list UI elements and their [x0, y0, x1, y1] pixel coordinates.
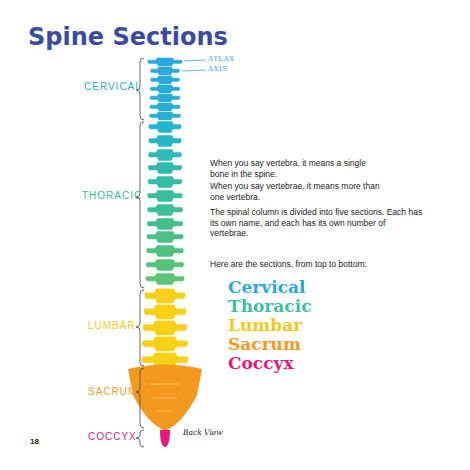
section-list-item: Lumbar — [228, 316, 302, 335]
page-title: Spine Sections — [28, 22, 228, 52]
bracket — [136, 368, 144, 428]
vertebra — [146, 231, 184, 243]
vertebra — [141, 336, 188, 352]
vertebra — [147, 58, 183, 67]
section-name: COCCYX — [88, 431, 137, 444]
note-text: Here are the sections, from top to botto… — [210, 259, 440, 270]
vertebra — [149, 112, 181, 121]
bracket — [136, 290, 144, 366]
vertebra — [145, 273, 185, 285]
vertebra — [150, 85, 181, 94]
section-list-item: Sacrum — [228, 335, 301, 354]
vertebra — [150, 67, 180, 76]
coccyx-bone — [160, 430, 170, 447]
vertebra — [149, 94, 180, 103]
section-name: THORACIC — [82, 190, 142, 203]
vertebra — [147, 190, 183, 202]
section-list-item: Thoracic — [228, 297, 311, 316]
vertebra — [147, 218, 184, 230]
vertebra — [147, 204, 184, 216]
note-text: When you say vertebra, it means a single… — [210, 158, 385, 179]
bracket — [136, 122, 144, 288]
page-number: 18 — [30, 437, 39, 447]
section-list-item: Coccyx — [228, 354, 294, 373]
bracket — [136, 430, 144, 447]
section-name: SACRUM — [88, 386, 137, 399]
vertebra — [148, 149, 182, 161]
note-text: When you say vertebrae, it means more th… — [210, 181, 385, 202]
sacrum-ridge — [150, 384, 180, 411]
vertebra — [142, 320, 187, 336]
vertebra — [148, 135, 182, 147]
vertebra — [148, 121, 182, 133]
vertebra — [149, 103, 181, 112]
leader-line — [184, 60, 206, 61]
leader-line — [182, 70, 206, 71]
sacrum-bone — [128, 365, 202, 432]
vertebra — [147, 176, 182, 188]
vertebra — [145, 259, 184, 271]
section-name: CERVICAL — [84, 81, 142, 94]
section-list-item: Cervical — [228, 278, 305, 297]
view-note: Back View — [183, 428, 223, 437]
section-name: LUMBAR — [88, 320, 136, 333]
vertebra — [144, 288, 186, 304]
vertebra — [143, 304, 187, 320]
note-text: The spinal column is divided into five s… — [210, 207, 425, 239]
vertebra — [146, 245, 184, 257]
vertebra — [148, 162, 183, 174]
part-name: ATLAS — [208, 55, 234, 64]
part-name: AXIS — [208, 65, 228, 74]
vertebra — [150, 76, 180, 85]
